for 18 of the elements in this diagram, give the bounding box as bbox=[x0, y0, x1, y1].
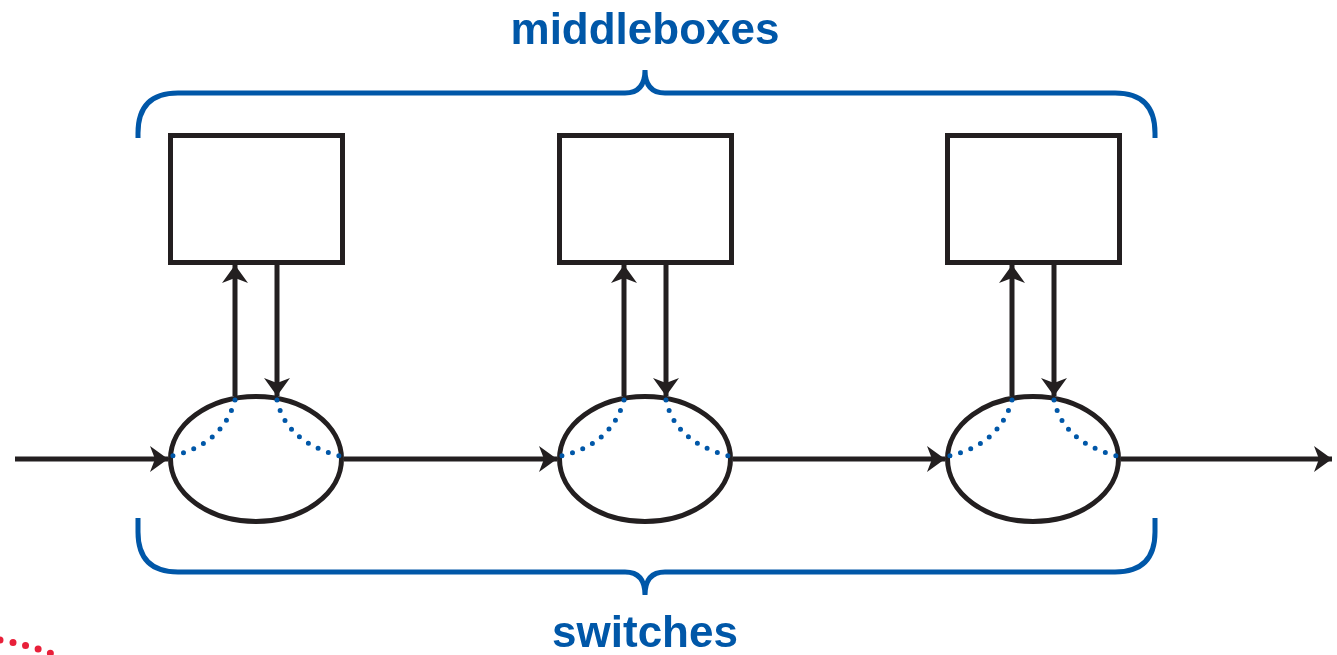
group-label: middleboxes bbox=[510, 4, 780, 54]
arrow bbox=[999, 265, 1025, 396]
arrow bbox=[611, 265, 637, 396]
switch-ellipse bbox=[945, 394, 1121, 524]
arrow bbox=[222, 265, 248, 396]
group-label: switches bbox=[552, 607, 738, 655]
arrow bbox=[653, 265, 679, 396]
middlebox-rect bbox=[945, 133, 1122, 265]
arrow bbox=[1121, 446, 1332, 472]
switch-ellipse bbox=[168, 394, 344, 524]
arrow bbox=[1041, 265, 1067, 396]
switch-ellipse bbox=[557, 394, 733, 524]
arrow bbox=[733, 446, 945, 472]
middlebox-rect bbox=[168, 133, 345, 265]
arrow bbox=[264, 265, 290, 396]
arrow bbox=[15, 446, 168, 472]
arrow bbox=[344, 446, 557, 472]
middlebox-rect bbox=[557, 133, 734, 265]
